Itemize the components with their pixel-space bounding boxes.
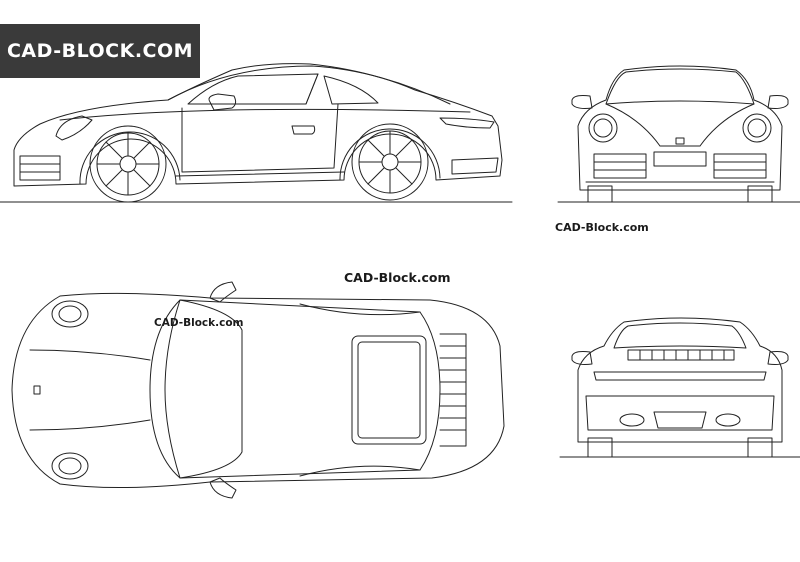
site-logo[interactable]: CAD-BLOCK.COM xyxy=(0,24,200,78)
diffuser xyxy=(654,412,706,428)
front-wheel xyxy=(90,126,166,202)
mirror-left xyxy=(572,96,592,109)
watermark-front-view[interactable]: CAD-Block.com xyxy=(555,221,649,234)
rear-wheel xyxy=(352,124,428,200)
tire-rear-left xyxy=(588,438,612,457)
side-window-front xyxy=(188,74,318,104)
rear-body-outline xyxy=(578,318,782,442)
rear-wheel-arch xyxy=(340,129,440,180)
mirror-top-right xyxy=(210,478,236,498)
headlight xyxy=(56,116,92,140)
side-mirror xyxy=(209,94,236,110)
mirror-top-left xyxy=(210,282,236,302)
rear-window xyxy=(352,336,426,444)
grille-slats-rear xyxy=(640,350,724,360)
hood-line xyxy=(606,104,754,146)
front-emblem xyxy=(676,138,684,144)
side-sill xyxy=(176,172,344,176)
headlight-left-inner xyxy=(594,119,612,137)
door-handle xyxy=(292,126,315,134)
b-pillar xyxy=(306,74,318,104)
front-body-outline xyxy=(578,66,782,190)
headlight-right xyxy=(743,114,771,142)
headlight-top-left-inner xyxy=(59,306,81,322)
hood-emblem xyxy=(34,386,40,394)
front-intake xyxy=(20,156,60,180)
mirror-right xyxy=(768,96,788,109)
engine-grille-slats xyxy=(440,346,466,430)
front-intake xyxy=(714,154,766,178)
windshield-top xyxy=(165,300,242,478)
windshield xyxy=(606,69,754,104)
tire-rear-right xyxy=(748,438,772,457)
headlight-top-right xyxy=(52,453,88,479)
watermark-top-view[interactable]: CAD-Block.com xyxy=(344,270,451,285)
door-outline xyxy=(182,104,338,172)
roof-line xyxy=(168,66,450,104)
headlight-left xyxy=(589,114,617,142)
engine-grille-rear xyxy=(628,350,734,360)
headlight-right-inner xyxy=(748,119,766,137)
body-outline xyxy=(14,64,502,186)
rear-diffuser xyxy=(452,158,498,174)
watermark-top-view-small[interactable]: CAD-Block.com xyxy=(154,317,244,329)
side-window-rear xyxy=(324,76,378,104)
beltline xyxy=(60,109,470,120)
front-wheel-arch xyxy=(80,132,180,184)
license-plate xyxy=(654,152,706,166)
tire-left xyxy=(588,186,612,202)
rear-window-inner xyxy=(358,342,420,438)
rear-bumper xyxy=(586,396,774,430)
exhaust-left xyxy=(620,414,644,426)
headlight-top-left xyxy=(52,301,88,327)
taillight-bar xyxy=(594,372,766,380)
logo-text: CAD-BLOCK.COM xyxy=(6,40,194,62)
rear-window xyxy=(614,323,746,348)
tire-right xyxy=(748,186,772,202)
mirror-rear-left xyxy=(572,352,592,365)
engine-grille xyxy=(440,334,466,446)
headlight-top-right-inner xyxy=(59,458,81,474)
mirror-rear-right xyxy=(768,352,788,365)
fender-line xyxy=(300,304,420,476)
hood-crease xyxy=(30,350,150,430)
front-intake xyxy=(594,154,646,178)
taillight xyxy=(440,118,494,128)
exhaust-right xyxy=(716,414,740,426)
